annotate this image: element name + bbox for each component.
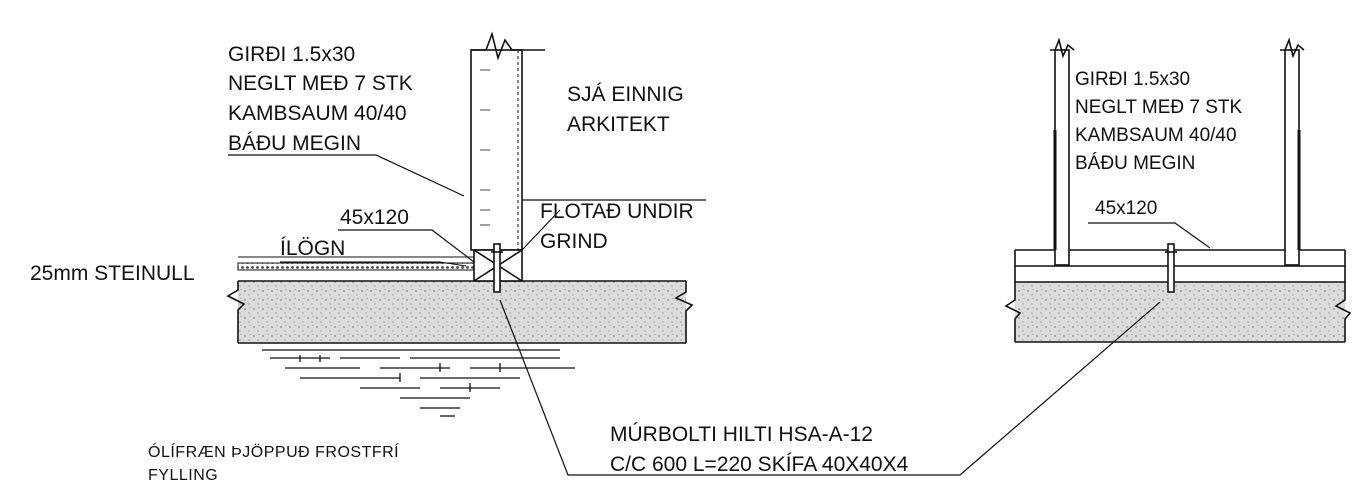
insulation-layer: [237, 262, 475, 271]
screed-label: ÍLÖGN: [280, 237, 346, 260]
plate-leader: [338, 229, 475, 263]
see-also-line-2: ARKITEKT: [567, 113, 670, 136]
stud-right: [1284, 49, 1300, 266]
wall-hatch: [480, 69, 490, 226]
left-detail: [226, 31, 706, 417]
right-anchor-bolt: [1167, 243, 1175, 293]
right-plate-size: 45x120: [1095, 198, 1158, 219]
anchor-note-line-2: C/C 600 L=220 SKÍFA 40X40X4: [610, 453, 909, 476]
grout-line-1: FLOTAÐ UNDIR: [540, 200, 694, 223]
insulation-label: 25mm STEINULL: [30, 262, 195, 285]
left-anchor-bolt: [493, 243, 501, 293]
stud-left: [1054, 49, 1070, 266]
left-wall: [470, 49, 523, 251]
fill-line-2: FYLLING: [148, 467, 219, 484]
right-girdi-line-2: NEGLT MEÐ 7 STK: [1075, 97, 1243, 118]
fill-line-1: ÓLÍFRÆN ÞJÖPPUÐ FROSTFRÍ: [148, 444, 400, 461]
left-girdi-line-4: BÁÐU MEGIN: [228, 132, 362, 155]
right-girdi-line-1: GIRÐI 1.5x30: [1075, 69, 1191, 90]
see-also-line-1: SJÁ EINNIG: [567, 83, 684, 106]
girdi-leader: [228, 154, 465, 197]
anchor-note-leader: [499, 299, 1161, 476]
compacted-fill: [262, 349, 575, 417]
right-concrete-slab: [1015, 282, 1345, 342]
grout-line-2: GRIND: [540, 230, 608, 253]
left-girdi-line-1: GIRÐI 1.5x30: [228, 43, 356, 66]
right-girdi-line-3: KAMBSAUM 40/40: [1075, 125, 1237, 146]
right-girdi-line-4: BÁÐU MEGIN: [1075, 153, 1196, 174]
right-detail: [1004, 37, 1352, 343]
left-girdi-line-3: KAMBSAUM 40/40: [228, 102, 407, 125]
anchor-note-line-1: MÚRBOLTI HILTI HSA-A-12: [610, 423, 873, 446]
right-break-line: [674, 281, 694, 343]
left-plate-size: 45x120: [340, 206, 409, 229]
left-girdi-line-2: NEGLT MEÐ 7 STK: [228, 72, 413, 95]
left-break-line: [226, 281, 246, 343]
left-concrete-slab: [238, 281, 686, 343]
